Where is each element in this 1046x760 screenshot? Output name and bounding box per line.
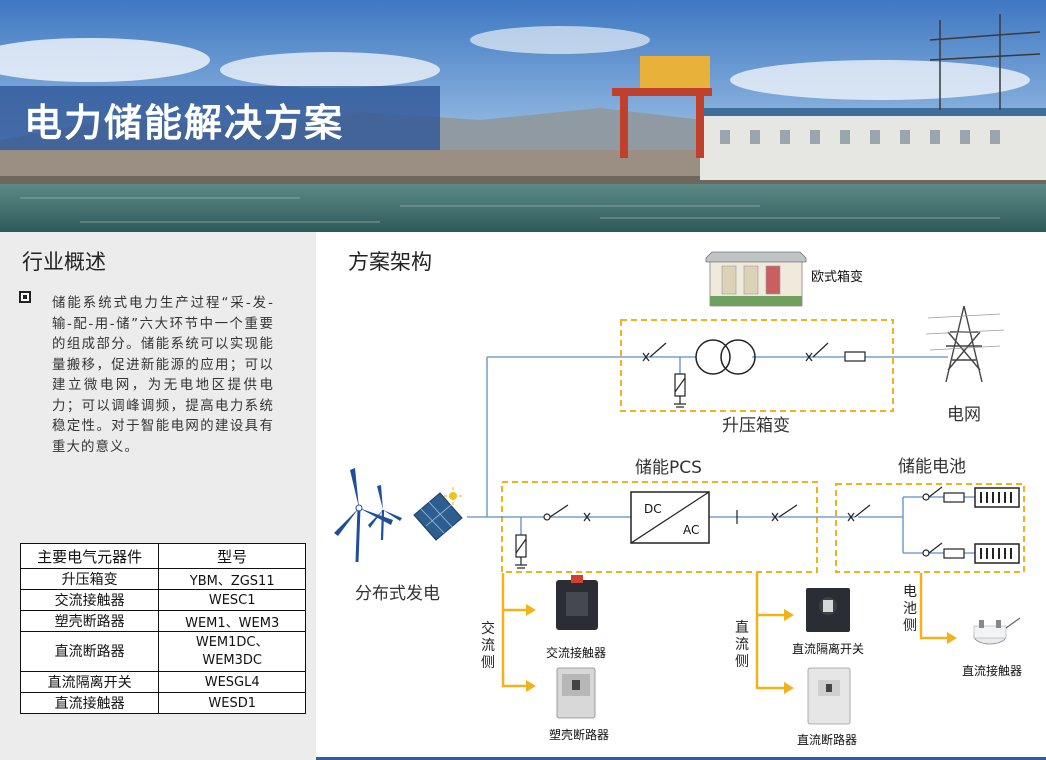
table-row: 升压箱变 YBM、ZGS11 [19, 568, 306, 590]
ac-label: AC [683, 523, 700, 537]
table-cell: 直流断路器 [19, 631, 160, 672]
title-box [0, 86, 440, 150]
table-cell: 直流接触器 [19, 692, 160, 714]
pcs-label: 储能PCS [635, 458, 702, 478]
table-cell: YBM、ZGS11 [158, 568, 306, 590]
dc-isolator-icon [806, 588, 850, 632]
dc-side-label: 直流侧 [735, 620, 749, 670]
transformer-icon [695, 339, 756, 375]
table-cell: WESD1 [158, 692, 306, 714]
mccb-label: 塑壳断路器 [549, 728, 610, 742]
ac-contactor-icon [556, 575, 598, 630]
table-row: 直流隔离开关 WESGL4 [19, 671, 306, 693]
table-row: 交流接触器 WESC1 [19, 589, 306, 611]
table-cell: WESC1 [158, 589, 306, 611]
box-transformer-icon [705, 251, 807, 307]
architecture-title: 方案架构 [348, 250, 432, 274]
table-header: 主要电气元器件 [19, 543, 160, 569]
box-transformer-label: 欧式箱变 [811, 270, 864, 285]
table-row: 塑壳断路器 WEM1、WEM3 [19, 610, 306, 632]
solar-panel-icon [413, 487, 463, 541]
dc-label: DC [644, 502, 662, 516]
wind-turbine-icon [334, 468, 402, 563]
mccb-icon [556, 667, 596, 719]
battery-box [835, 483, 1025, 573]
battery-side-label: 电池侧 [903, 584, 917, 634]
dc-contactor-label: 直流接触器 [962, 664, 1023, 678]
dc-breaker-label: 直流断路器 [797, 733, 858, 747]
ac-side-label: 交流侧 [481, 621, 495, 671]
table-cell: 塑壳断路器 [19, 610, 160, 632]
table-cell-line: WEM3DC [202, 652, 262, 668]
power-pylon-icon [925, 305, 1005, 383]
ac-contactor-label: 交流接触器 [546, 646, 607, 660]
table-cell: WEM1DC、 WEM3DC [158, 631, 306, 672]
dc-breaker-icon [807, 667, 851, 725]
table-cell: 直流隔离开关 [19, 671, 160, 693]
table-row: 直流断路器 WEM1DC、 WEM3DC [19, 631, 306, 672]
table-cell: 交流接触器 [19, 589, 160, 611]
bullet-icon [19, 291, 31, 303]
overview-text: 储能系统式电力生产过程“采-发-输-配-用-储”六大环节中一个重要的组成部分。储… [52, 296, 274, 455]
step-up-label: 升压箱变 [722, 416, 790, 436]
breaker-mark [642, 352, 650, 362]
battery-label: 储能电池 [898, 457, 966, 477]
table-cell: 升压箱变 [19, 568, 160, 590]
grid-label: 电网 [947, 405, 981, 425]
table-header: 型号 [158, 543, 306, 569]
table-cell: WEM1、WEM3 [158, 610, 306, 632]
distributed-generation-label: 分布式发电 [355, 584, 440, 604]
dc-isolator-label: 直流隔离开关 [792, 642, 865, 656]
bottom-rule [316, 757, 1046, 760]
page-title: 电力储能解决方案 [24, 101, 345, 145]
parts-table: 主要电气元器件 型号 升压箱变 YBM、ZGS11 交流接触器 WESC1 塑壳… [19, 543, 306, 714]
table-cell: WESGL4 [158, 671, 306, 693]
table-cell-line: WEM1DC、 [195, 634, 269, 650]
banner: 电力储能解决方案 [0, 0, 1046, 232]
step-up-box [620, 319, 894, 412]
banner-image [0, 0, 1046, 232]
battery-pack-icon [974, 487, 1020, 564]
pcs-box [501, 481, 818, 573]
table-header-row: 主要电气元器件 型号 [19, 543, 306, 569]
table-row: 直流接触器 WESD1 [19, 692, 306, 714]
overview-title: 行业概述 [22, 250, 106, 274]
dc-contactor-icon [973, 617, 1021, 645]
